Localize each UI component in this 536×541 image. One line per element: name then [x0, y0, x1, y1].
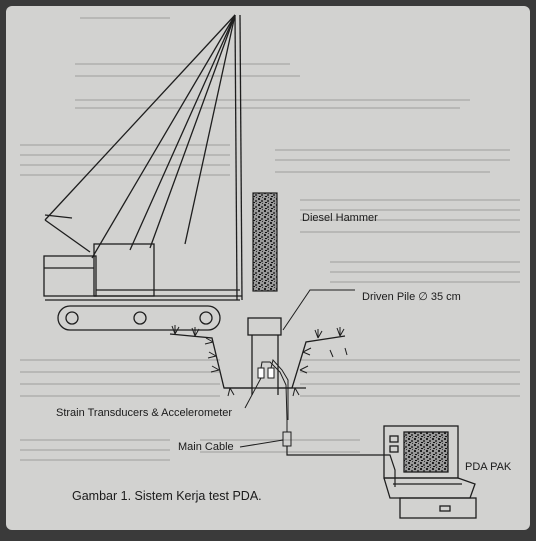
faint-background-text	[20, 17, 520, 461]
diesel-hammer-label: Diesel Hammer	[302, 212, 378, 224]
crane-cable-2	[149, 14, 236, 249]
crane-cable-1	[184, 14, 236, 245]
crane-cable-4	[44, 219, 91, 253]
track-wheel-middle	[133, 311, 147, 325]
driven-pile-label: Driven Pile ∅ 35 cm	[362, 291, 461, 303]
pile-cap	[247, 317, 282, 336]
leader-mast-2	[239, 14, 243, 301]
leader-mast	[234, 14, 238, 301]
pda-pak-device	[383, 425, 477, 519]
grass-tufts	[171, 325, 348, 397]
crane-body	[43, 255, 97, 297]
diesel-hammer	[252, 192, 278, 292]
crawler-track	[57, 305, 221, 331]
main-cable-label: Main Cable	[178, 441, 234, 453]
figure-caption: Gambar 1. Sistem Kerja test PDA.	[72, 489, 262, 503]
pda-base-unit	[399, 497, 477, 519]
pda-pak-label: PDA PAK	[465, 461, 512, 473]
pda-screen	[403, 431, 449, 473]
track-wheel-right	[199, 311, 213, 325]
ground-excavation	[169, 333, 346, 389]
strain-transducers-label: Strain Transducers & Accelerometer	[56, 407, 232, 419]
main-cable	[286, 446, 396, 487]
driven-pile-leader-line	[282, 289, 355, 331]
crane-boom-inner	[129, 14, 236, 251]
sensor-cables	[260, 358, 289, 421]
main-cable-leader-line	[239, 439, 284, 448]
crane	[43, 14, 243, 331]
crane-cable-5	[44, 214, 73, 219]
crane-cable-3	[44, 14, 236, 221]
track-wheel-left	[65, 311, 79, 325]
strain-transducers-leader-line	[244, 377, 262, 409]
crane-boom	[91, 14, 236, 259]
